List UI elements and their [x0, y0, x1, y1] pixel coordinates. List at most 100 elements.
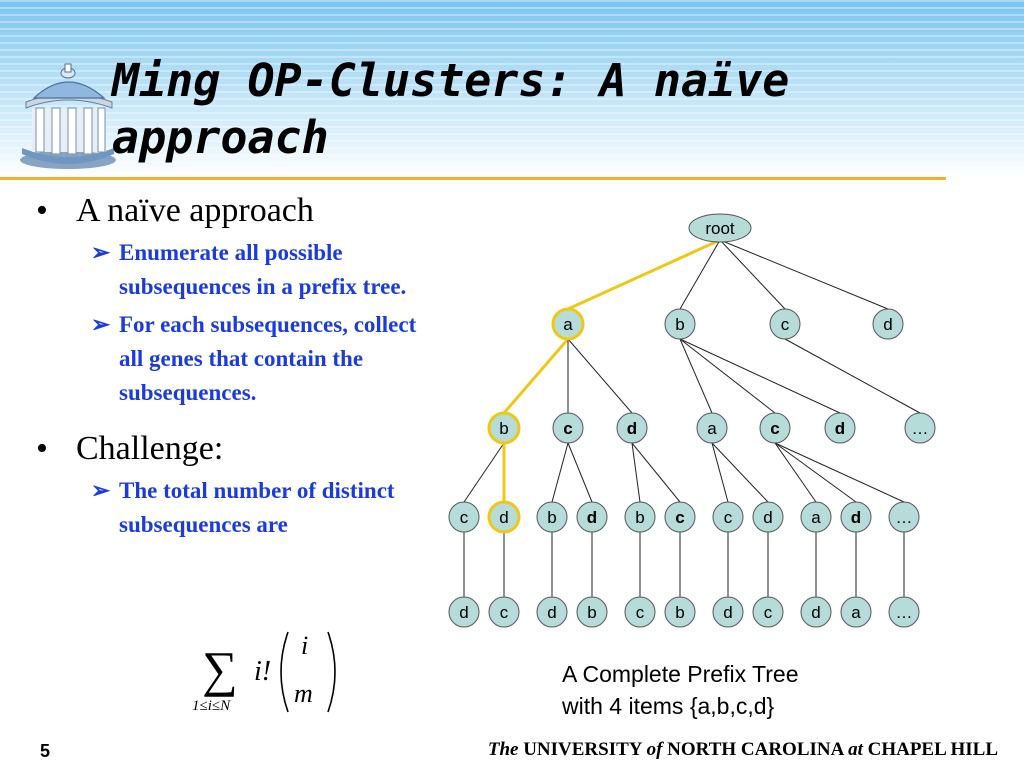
- tree-node-l2ad: d: [616, 412, 648, 444]
- sub-bullet-text: For each subsequences, collect all genes…: [119, 312, 417, 405]
- sub-bullet-total: ➢ The total number of distinct subsequen…: [36, 474, 436, 542]
- sub-bullet-enumerate: ➢ Enumerate all possible subsequences in…: [36, 236, 436, 304]
- tree-edges: [463, 238, 921, 597]
- caption-line-1: A Complete Prefix Tree: [562, 661, 799, 687]
- tree-node-l4abcd: d: [448, 596, 480, 628]
- tree-node-label: a: [811, 508, 821, 527]
- tree-node-label: c: [724, 508, 733, 527]
- sum-symbol: ∑: [202, 641, 238, 697]
- tree-edge-l1a-l2ab: [502, 338, 570, 414]
- tree-edge-l2ad-l3adc: [631, 442, 681, 503]
- tree-node-l2bc: c: [759, 412, 791, 444]
- tree-node-l3acd: d: [576, 501, 608, 533]
- tree-edge-l2ba-l3bac: [711, 442, 729, 503]
- tree-node-shape: [576, 501, 608, 533]
- tree-node-l1d: d: [872, 308, 904, 340]
- tree-node-label: d: [835, 419, 845, 438]
- bullet-challenge: • Challenge:: [36, 428, 436, 470]
- tree-node-shape: [824, 412, 856, 444]
- tree-node-label: c: [781, 315, 790, 334]
- tree-node-l3abc: c: [448, 501, 480, 533]
- sub-bullet-collect: ➢ For each subsequences, collect all gen…: [36, 308, 436, 410]
- tree-node-shape: [888, 501, 920, 533]
- tree-node-l3abd: d: [487, 500, 521, 534]
- tree-node-label: d: [547, 603, 556, 622]
- tree-node-label: c: [636, 603, 645, 622]
- tree-node-l3bad: d: [752, 501, 784, 533]
- sum-subscript: 1≤i≤N: [192, 698, 231, 714]
- tree-edge-root-l1c: [719, 239, 786, 310]
- tree-edge-l2ad-l3adb: [631, 442, 641, 503]
- tree-node-shape: [448, 501, 480, 533]
- bullet-text: A naïve approach: [76, 192, 314, 229]
- tree-node-l2ac: c: [552, 412, 584, 444]
- tree-node-shape: [872, 308, 904, 340]
- tree-node-shape: [712, 501, 744, 533]
- tree-node-l4badc: c: [752, 596, 784, 628]
- tree-node-label: d: [499, 508, 508, 527]
- tree-edge-l1b-l2bc: [679, 338, 776, 414]
- tree-node-shape: [759, 412, 791, 444]
- footer-chapel-hill: CHAPEL HILL: [867, 739, 998, 760]
- footer-university: UNIVERSITY: [523, 739, 642, 760]
- tree-node-label: d: [459, 603, 468, 622]
- binom-bottom: m: [294, 679, 313, 708]
- footer-north-carolina: NORTH CAROLINA: [667, 739, 844, 760]
- tree-node-label: a: [707, 419, 717, 438]
- tree-node-label: d: [627, 419, 637, 438]
- tree-node-shape: [840, 501, 872, 533]
- tree-edge-root-l1b: [679, 239, 721, 310]
- tree-node-shape: [487, 411, 521, 445]
- tree-node-l2ba: a: [696, 412, 728, 444]
- tree-node-shape: [696, 412, 728, 444]
- tree-node-label: c: [563, 419, 572, 438]
- tree-node-l3adc: c: [664, 501, 696, 533]
- tree-node-shape: [688, 213, 752, 243]
- tree-node-shape: [840, 596, 872, 628]
- tree-edge-root-l1d: [719, 239, 889, 310]
- tree-edge-root-l1a: [567, 238, 721, 311]
- tree-node-l4more: …: [888, 596, 920, 628]
- tree-node-shape: [800, 596, 832, 628]
- tree-edge-l2ac-l3acb: [551, 442, 569, 503]
- tree-node-label: c: [764, 603, 773, 622]
- tree-node-shape: [576, 596, 608, 628]
- tree-node-l4adcb: b: [664, 596, 696, 628]
- tree-node-l3acb: b: [536, 501, 568, 533]
- tree-node-l3bcd: d: [840, 501, 872, 533]
- tree-node-label: b: [675, 603, 684, 622]
- tree-node-shape: [904, 412, 936, 444]
- tree-node-shape: [448, 596, 480, 628]
- footer-of: of: [646, 739, 663, 760]
- binom-left-paren: [280, 631, 289, 713]
- tree-node-label: c: [500, 603, 509, 622]
- tree-node-label: b: [587, 603, 596, 622]
- bullet-text: Challenge:: [76, 430, 224, 467]
- tree-node-label: a: [851, 603, 861, 622]
- tree-node-shape: [752, 596, 784, 628]
- bullet-list: • A naïve approach ➢ Enumerate all possi…: [36, 190, 436, 542]
- tree-node-label: b: [499, 419, 508, 438]
- tree-edge-l2bc-l3bca: [774, 442, 817, 503]
- tree-node-l3more: …: [888, 501, 920, 533]
- tree-node-label: …: [896, 603, 913, 622]
- tree-node-label: c: [770, 419, 779, 438]
- tree-node-shape: [551, 307, 585, 341]
- sub-bullet-text: The total number of distinct subsequence…: [119, 478, 395, 537]
- arrow-bullet-icon: ➢: [91, 312, 111, 337]
- tree-node-label: d: [587, 508, 597, 527]
- header-rule: [0, 177, 946, 180]
- tree-node-label: d: [763, 508, 772, 527]
- tree-node-label: d: [883, 315, 892, 334]
- slide-title: Ming OP-Clusters: A naïve approach: [112, 54, 790, 164]
- tree-node-l2more: …: [904, 412, 936, 444]
- tree-node-label: b: [635, 508, 644, 527]
- tree-node-l1b: b: [664, 308, 696, 340]
- tree-edge-l2ab-l3abc: [463, 442, 505, 503]
- tree-node-label: d: [851, 508, 861, 527]
- tree-node-shape: [800, 501, 832, 533]
- tree-node-l3bac: c: [712, 501, 744, 533]
- caption-line-2: with 4 items {a,b,c,d}: [562, 693, 775, 719]
- tree-node-l4bcad: d: [800, 596, 832, 628]
